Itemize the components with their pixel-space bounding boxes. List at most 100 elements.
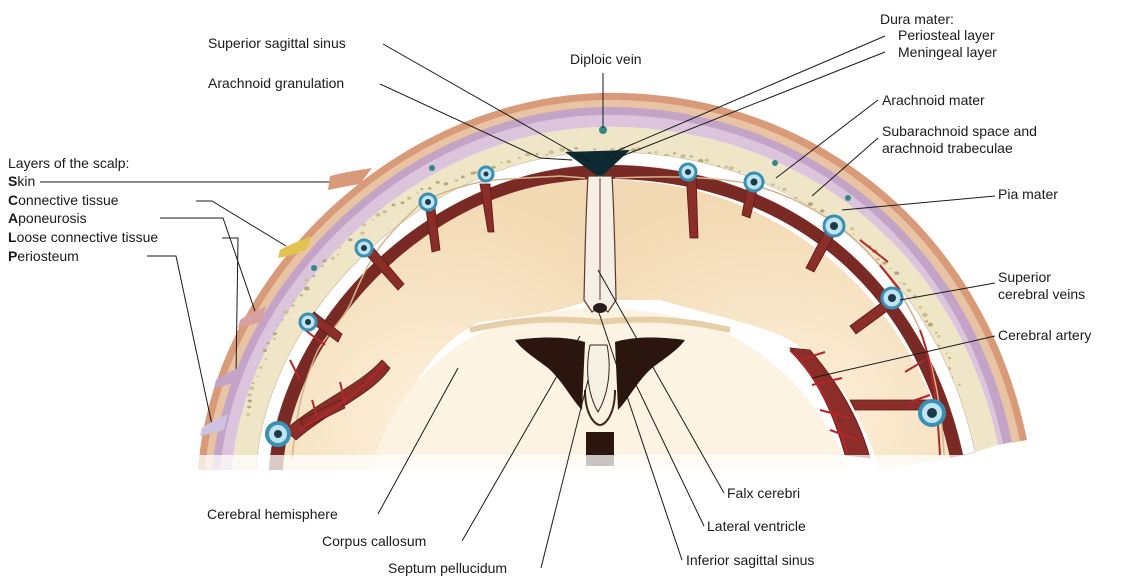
- label-arachnoid-mater: Arachnoid mater: [882, 92, 985, 108]
- diploe-speck: [549, 150, 554, 154]
- label-cerebral-artery: Cerebral artery: [998, 327, 1091, 343]
- label-scalp-aponeurosis: Aponeurosis: [8, 210, 87, 226]
- diploe-speck: [322, 259, 326, 262]
- label-superior-veins-line2: cerebral veins: [998, 286, 1085, 302]
- label-superior-sagittal-sinus: Superior sagittal sinus: [208, 35, 346, 51]
- vein-ring: [300, 314, 316, 330]
- label-arachnoid-granulation: Arachnoid granulation: [208, 75, 344, 91]
- diploe-speck: [257, 375, 259, 377]
- diploe-speck: [455, 179, 459, 182]
- diploe-speck: [348, 238, 353, 241]
- vein-ring: [824, 216, 844, 236]
- diploe-speck: [928, 323, 933, 327]
- label-periosteal-layer: Periosteal layer: [898, 27, 995, 43]
- diploe-speck: [850, 227, 854, 230]
- diploe-speck: [518, 157, 521, 159]
- diploe-speck: [545, 154, 548, 156]
- diploe-speck: [362, 224, 366, 227]
- diploic-dot: [429, 165, 435, 171]
- diploe-speck: [372, 219, 374, 221]
- label-cerebral-hemisphere: Cerebral hemisphere: [207, 506, 338, 522]
- diploe-speck: [337, 254, 340, 256]
- diploe-speck: [300, 294, 303, 296]
- label-lateral-ventricle: Lateral ventricle: [707, 518, 806, 534]
- label-scalp-heading: Layers of the scalp:: [8, 155, 129, 171]
- label-meningeal-layer: Meningeal layer: [898, 44, 997, 60]
- diploe-speck: [648, 152, 651, 154]
- diploe-speck: [778, 187, 780, 188]
- label-septum-pellucidum: Septum pellucidum: [388, 560, 507, 576]
- vein-ring: [882, 288, 902, 308]
- diploe-speck: [782, 188, 786, 191]
- diploe-speck: [252, 382, 255, 384]
- diploe-speck: [281, 319, 283, 321]
- diploe-speck: [689, 155, 693, 158]
- label-pia-mater: Pia mater: [998, 186, 1058, 202]
- diploe-speck: [575, 147, 578, 149]
- sulcus: [850, 400, 930, 410]
- diploe-speck: [922, 313, 928, 317]
- diploe-speck: [247, 406, 251, 409]
- diploe-speck: [259, 366, 263, 369]
- diploe-speck: [937, 335, 940, 337]
- diploe-speck: [536, 153, 539, 155]
- vein-ring: [745, 173, 763, 191]
- diploe-speck: [247, 393, 252, 396]
- diploe-speck: [304, 287, 310, 291]
- label-superior-veins-line1: Superior: [998, 269, 1051, 285]
- label-falx-cerebri: Falx cerebri: [727, 485, 800, 501]
- diploe-speck: [283, 310, 289, 314]
- diploic-dot: [845, 195, 851, 201]
- diploe-speck: [593, 148, 597, 151]
- label-inferior-sagittal-sinus: Inferior sagittal sinus: [686, 552, 814, 568]
- diploe-speck: [321, 265, 324, 267]
- label-subarachnoid-line1: Subarachnoid space and: [882, 123, 1037, 139]
- vein-ring: [680, 164, 696, 180]
- diploe-speck: [559, 148, 565, 152]
- diploe-speck: [339, 247, 341, 248]
- bottom-fade: [180, 455, 1060, 495]
- diploe-speck: [473, 171, 477, 174]
- diploe-speck: [680, 154, 686, 158]
- label-corpus-callosum: Corpus callosum: [322, 533, 426, 549]
- diploe-speck: [894, 271, 899, 275]
- diploe-speck: [417, 192, 419, 194]
- diploe-speck: [808, 202, 813, 206]
- diploe-speck: [724, 166, 728, 169]
- diploe-speck: [421, 188, 424, 190]
- diploe-speck: [291, 304, 295, 307]
- diploe-speck: [958, 384, 961, 386]
- diploe-speck: [899, 282, 901, 284]
- diploe-speck: [705, 159, 709, 162]
- label-diploic-vein: Diploic vein: [570, 51, 642, 67]
- diploe-speck: [918, 306, 922, 309]
- vein-ring: [920, 401, 944, 425]
- label-subarachnoid-line2: arachnoid trabeculae: [882, 140, 1013, 156]
- inferior-sagittal-sinus: [593, 303, 607, 313]
- diploe-speck: [492, 166, 496, 169]
- vein-ring: [479, 167, 493, 181]
- diploe-speck: [436, 181, 440, 184]
- diploe-speck: [312, 275, 315, 277]
- diploe-speck: [610, 148, 614, 151]
- diploe-speck: [444, 182, 449, 185]
- diploic-dot: [311, 265, 317, 271]
- diploe-speck: [360, 232, 364, 235]
- leader-periosteum: [147, 256, 212, 425]
- diploe-speck: [246, 413, 250, 416]
- diploe-speck: [948, 357, 951, 359]
- diploic-dot: [772, 160, 778, 166]
- diploe-speck: [876, 258, 880, 261]
- label-scalp-loose-connective: Loose connective tissue: [8, 229, 158, 245]
- vein-ring: [267, 423, 289, 445]
- diploe-speck: [853, 233, 855, 235]
- label-dura-mater: Dura mater:: [880, 11, 954, 27]
- diploe-speck: [265, 358, 268, 360]
- diploe-speck: [882, 262, 886, 265]
- diploe-speck: [654, 151, 657, 153]
- diploe-speck: [814, 208, 816, 209]
- vein-ring: [420, 194, 436, 210]
- diploe-speck: [889, 268, 891, 270]
- diploe-speck: [273, 338, 276, 340]
